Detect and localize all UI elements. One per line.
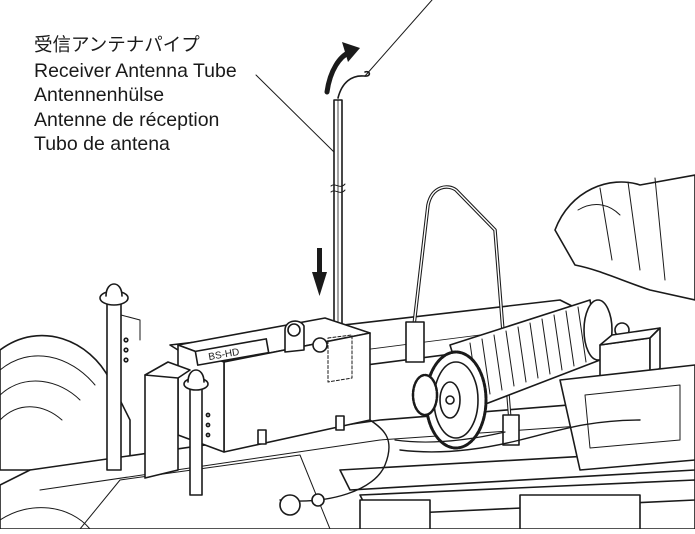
callout-leader-line <box>255 74 335 153</box>
curved-arrow-icon <box>324 42 360 95</box>
body-shell-left <box>0 334 131 471</box>
callout-label-german: Antennenhülse <box>34 84 165 106</box>
receiver-label: BS-HD <box>208 347 241 363</box>
down-arrow-icon <box>312 248 327 296</box>
callout-label-english: Receiver Antenna Tube <box>34 59 237 82</box>
antenna-wire-tip <box>337 70 371 99</box>
spur-gear <box>411 350 488 450</box>
antenna-tube-callout: 受信アンテナパイプ Receiver Antenna Tube Antennen… <box>34 34 237 157</box>
body-shell-right <box>554 174 695 301</box>
servo-box <box>144 361 191 479</box>
motor-cable <box>399 419 641 453</box>
callout-label-french: Antenne de réception <box>34 108 220 131</box>
roll-bar <box>405 185 520 446</box>
antenna-holder <box>284 320 353 383</box>
callout-label-japanese: 受信アンテナパイプ <box>34 35 200 56</box>
body-post-middle <box>183 369 211 496</box>
antenna-tube <box>330 99 346 339</box>
callout-label-spanish: Tubo de antena <box>34 133 170 155</box>
body-post-left <box>99 283 141 471</box>
antenna-wire-leader-line <box>364 0 433 77</box>
